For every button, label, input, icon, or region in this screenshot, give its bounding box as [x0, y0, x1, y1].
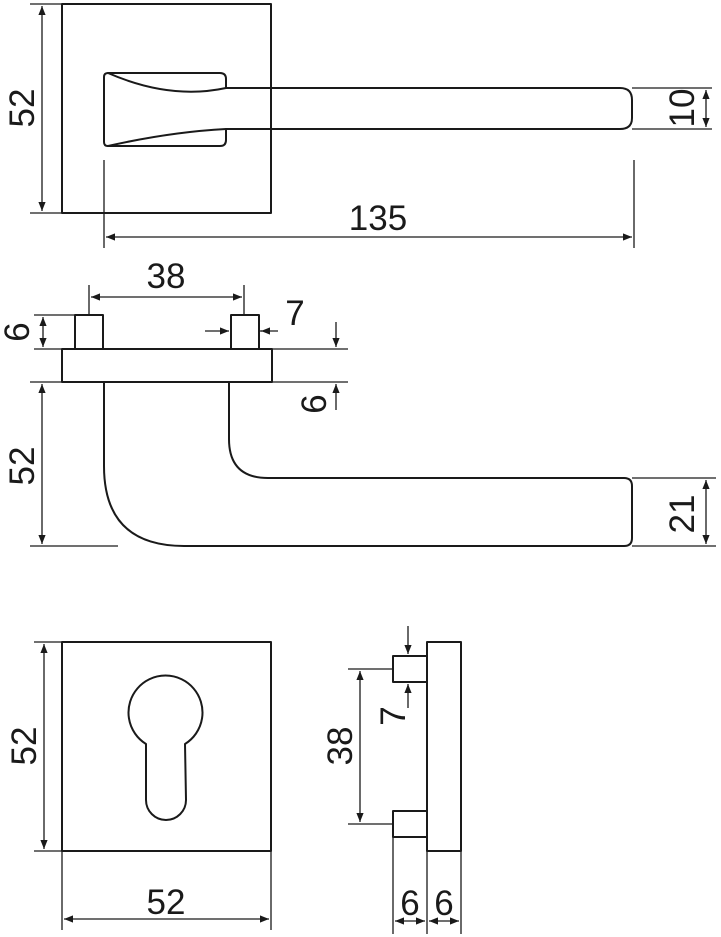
dimension-label-escutcheon-rose-depth: 6: [434, 884, 453, 923]
escutcheon-front-view: 52 52: [5, 641, 272, 930]
dimension-label-lever-height: 21: [663, 495, 702, 534]
escutcheon-pin-bottom: [392, 810, 428, 838]
lever-twist-line-lower: [107, 128, 227, 147]
lever-front-view: 52 10 135: [3, 3, 712, 248]
dimension-label-pin-height: 6: [0, 322, 37, 341]
dimension-label-lever-drop: 52: [3, 447, 42, 486]
lever-side-view: 38 7 6 6 52 21: [0, 257, 716, 547]
dimension-label-escutcheon-pin-width: 7: [374, 706, 413, 725]
dimension-label-escutcheon-pin-depth: 6: [400, 884, 419, 923]
euro-profile-keyhole: [127, 674, 204, 821]
mounting-pin-left: [74, 314, 104, 350]
dimension-label-lever-length: 135: [349, 199, 407, 238]
lever-handle-outline: [103, 72, 633, 147]
escutcheon-pin-top: [392, 655, 428, 683]
escutcheon-side-view: 7 38 6 6: [321, 626, 462, 934]
lever-twist-line: [107, 72, 227, 93]
dimension-label-pin-spacing: 38: [147, 257, 186, 296]
square-escutcheon-plate: [61, 641, 272, 852]
dimension-label-rose-thickness: 6: [295, 394, 334, 413]
dimension-label-pin-width: 7: [285, 294, 304, 333]
dimension-label-escutcheon-pin-spacing: 38: [321, 727, 360, 766]
lever-side-profile: [103, 381, 633, 547]
dimension-label-escutcheon-width: 52: [147, 883, 186, 922]
square-rose-plate: [61, 3, 272, 214]
mounting-pin-right: [230, 314, 260, 350]
rose-base-plate: [61, 348, 273, 383]
dimension-label-escutcheon-height: 52: [5, 727, 44, 766]
dimension-label-rose-height: 52: [3, 89, 42, 128]
escutcheon-side-plate: [426, 641, 462, 852]
dimension-label-lever-thickness: 10: [663, 89, 702, 128]
